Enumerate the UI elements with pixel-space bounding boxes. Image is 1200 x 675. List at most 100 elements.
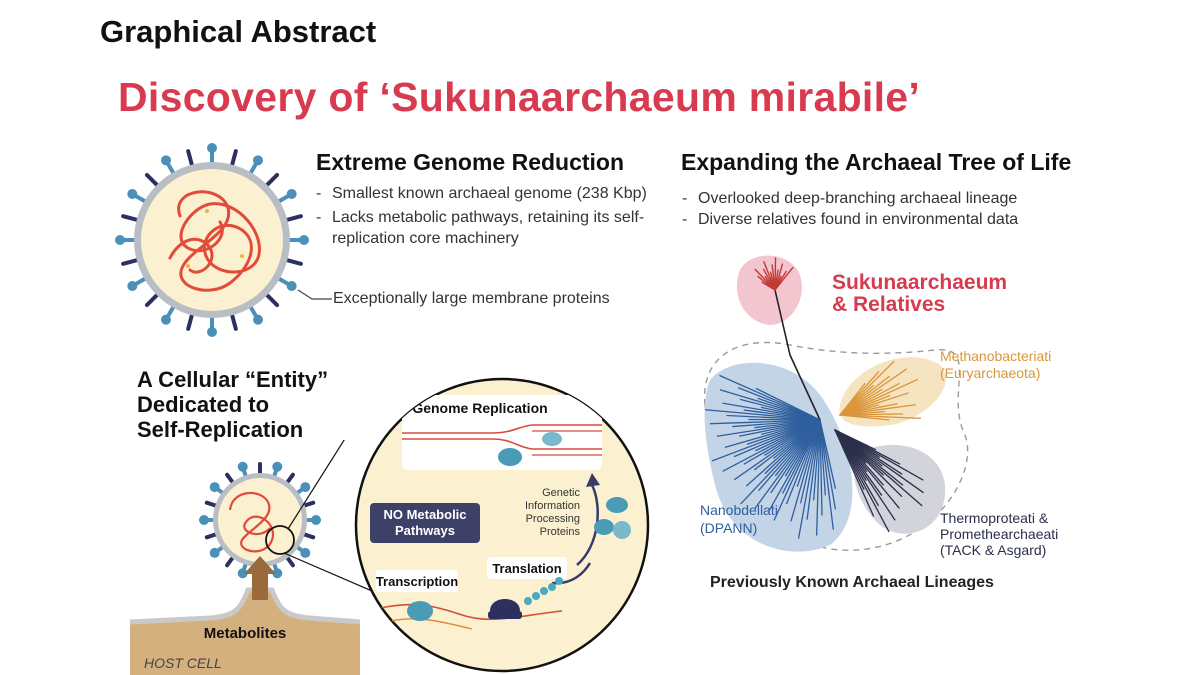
svg-text:NO Metabolic: NO Metabolic xyxy=(383,507,466,522)
membrane-protein-head xyxy=(272,568,283,579)
tree-branch xyxy=(709,419,821,425)
genome-bullet-list: Smallest known archaeal genome (238 Kbp)… xyxy=(316,183,651,252)
zoom-circle: Genome Replication NO Metabolic Pathways… xyxy=(354,377,650,673)
membrane-protein-head xyxy=(207,327,217,337)
tree-branch xyxy=(768,419,821,512)
membrane-protein-head xyxy=(237,461,248,472)
metha-clade-label: Methanobacteriati xyxy=(940,348,1051,364)
tree-bullet-list: Overlooked deep-branching archaeal linea… xyxy=(682,188,1102,230)
host-cell-label: HOST CELL xyxy=(144,655,222,671)
entity-title-line: Dedicated to xyxy=(137,392,270,417)
rna-polymerase-icon xyxy=(407,601,433,621)
entity-title-line: Self-Replication xyxy=(137,417,304,442)
phylogenetic-tree: Sukunaarchaeum & Relatives Methanobacter… xyxy=(700,255,1058,590)
tree-branch xyxy=(754,419,821,509)
tree-bullet: Diverse relatives found in environmental… xyxy=(682,209,1102,230)
membrane-protein-head xyxy=(161,155,171,166)
thermo-clade-area xyxy=(853,445,946,534)
tree-branch xyxy=(839,414,890,421)
membrane-protein-head xyxy=(272,461,283,472)
membrane-protein-head xyxy=(253,314,263,325)
membrane-protein-head xyxy=(127,281,138,291)
thermo-clade-label: Thermoproteati & xyxy=(940,510,1049,526)
ribosome-icon xyxy=(490,599,520,611)
svg-text:Information: Information xyxy=(525,500,580,512)
membrane-protein-head xyxy=(286,281,297,291)
tree-branch xyxy=(819,419,836,510)
tree-branch xyxy=(839,378,918,416)
tree-branch xyxy=(704,409,821,421)
membrane-protein-head xyxy=(199,515,209,525)
membrane-protein-head xyxy=(127,189,138,199)
metha-clade-area xyxy=(839,357,946,427)
nano-clade-label: (DPANN) xyxy=(700,520,757,536)
tree-section-title: Expanding the Archaeal Tree of Life xyxy=(681,149,1072,175)
main-title: Discovery of ‘Sukunaarchaeum mirabile’ xyxy=(118,74,921,120)
tree-branch xyxy=(815,419,821,536)
tree-branch xyxy=(839,368,907,416)
tree-branch xyxy=(839,404,916,416)
thermo-clade-label: Promethearchaeati xyxy=(940,526,1058,542)
tree-branch xyxy=(724,419,821,448)
tree-branch xyxy=(719,374,821,421)
tree-branch xyxy=(774,289,791,356)
svg-text:Processing: Processing xyxy=(526,513,580,525)
tree-branch xyxy=(755,387,821,421)
genome-section-title: Extreme Genome Reduction xyxy=(316,149,625,175)
membrane-protein-head xyxy=(286,189,297,199)
genome-bullet: Lacks metabolic pathways, retaining its … xyxy=(316,207,651,249)
genome-bullet: Smallest known archaeal genome (238 Kbp) xyxy=(316,183,651,204)
tree-branch xyxy=(711,419,821,462)
tree-branch xyxy=(813,419,821,501)
membrane-protein-head xyxy=(300,482,311,493)
nano-clade-label: Nanobdellati xyxy=(700,502,778,518)
host-cell xyxy=(130,590,360,675)
tree-branch xyxy=(839,414,922,419)
membrane-protein-head xyxy=(299,235,309,245)
known-lineages-label: Previously Known Archaeal Lineages xyxy=(710,574,994,590)
genome-dna-icon xyxy=(177,190,261,292)
svg-text:Pathways: Pathways xyxy=(395,523,455,538)
membrane-protein-head xyxy=(207,143,217,153)
sukuna-clade-area xyxy=(736,255,802,325)
protein-icon xyxy=(606,497,628,513)
tree-branch xyxy=(834,429,875,517)
tree-branch xyxy=(790,419,821,522)
tree-branch xyxy=(734,419,821,481)
tree-branch xyxy=(719,389,821,421)
thermo-clade-label: (TACK & Asgard) xyxy=(940,542,1046,558)
tree-branch xyxy=(786,419,821,505)
tree-bullet: Overlooked deep-branching archaeal linea… xyxy=(682,188,1102,209)
tree-branch xyxy=(797,419,821,539)
tree-branch xyxy=(806,419,821,520)
header-label: Graphical Abstract xyxy=(100,14,377,49)
no-metabolic-badge xyxy=(370,503,480,543)
membrane-protein-head xyxy=(237,568,248,579)
svg-text:Proteins: Proteins xyxy=(540,526,581,538)
metabolite-arrow-icon xyxy=(244,556,276,574)
membrane-protein-head xyxy=(311,515,321,525)
membrane-protein-label: Exceptionally large membrane proteins xyxy=(333,290,610,307)
metha-clade-label: (Euryarchaeota) xyxy=(940,365,1040,381)
small-cell xyxy=(218,478,302,562)
tree-branch xyxy=(722,419,821,472)
membrane-protein-head xyxy=(161,314,171,325)
tree-branch xyxy=(839,392,909,416)
translation-label: Translation xyxy=(492,561,561,576)
tree-branch xyxy=(773,419,821,521)
tree-branch xyxy=(819,419,823,516)
entity-title-line: A Cellular “Entity” xyxy=(137,367,329,392)
entity-section-title: A Cellular “Entity” Dedicated to Self-Re… xyxy=(137,367,377,442)
svg-text:Genetic: Genetic xyxy=(542,487,580,499)
tree-branch xyxy=(819,419,834,530)
tree-branch xyxy=(740,419,821,505)
membrane-protein-head xyxy=(209,482,220,493)
polymerase-icon xyxy=(498,448,522,466)
cell-illustration xyxy=(115,143,309,337)
tree-branch xyxy=(789,354,821,421)
sukuna-clade-label: & Relatives xyxy=(832,293,945,316)
membrane-pointer-line xyxy=(297,289,332,300)
tree-branch xyxy=(722,402,821,421)
entity-illustration: Metabolites HOST CELL xyxy=(129,440,417,675)
metabolites-label: Metabolites xyxy=(204,625,287,642)
